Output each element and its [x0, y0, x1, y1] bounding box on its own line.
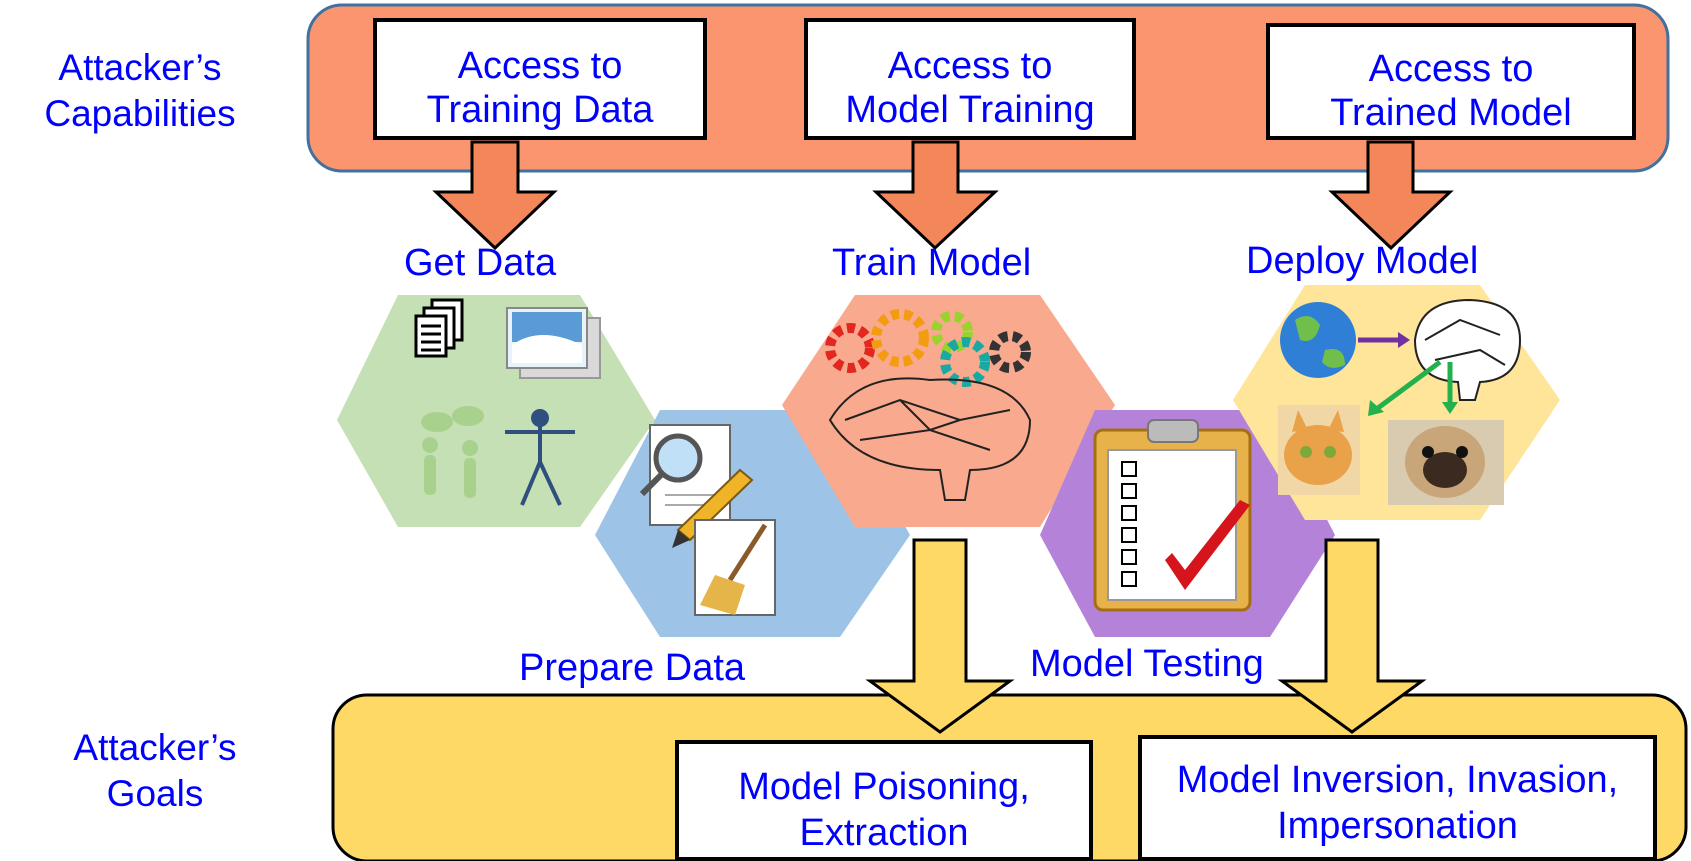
people-talking-icon: [421, 406, 484, 498]
stage-label-get-data: Get Data: [404, 242, 557, 284]
human-anatomy-icon: [505, 409, 575, 506]
capability-model-training: Access to Model Training: [804, 18, 1136, 140]
stage-label-deploy-model: Deploy Model: [1246, 240, 1479, 282]
checklist-clipboard-icon: [1093, 419, 1252, 612]
goal-inversion-invasion: Model Inversion, Invasion, Impersonation: [1138, 735, 1657, 861]
purple-arrow-head: [1398, 332, 1410, 348]
arrow-to-deploy-model: [1328, 140, 1454, 251]
green-arrow-1-head: [1368, 400, 1384, 416]
cat-icon: [1278, 405, 1360, 495]
neural-brain-icon: [828, 377, 1032, 501]
images-icon: [506, 307, 601, 379]
hex-get-data: [337, 295, 655, 527]
stage-label-model-testing: Model Testing: [1030, 643, 1264, 685]
dog-icon: [1388, 420, 1504, 505]
stage-label-prepare-data: Prepare Data: [519, 647, 746, 689]
arrow-to-inversion: [1277, 538, 1427, 734]
arrow-to-poisoning: [865, 538, 1015, 734]
capabilities-label: Attacker’s Capabilities: [44, 47, 236, 134]
capability-training-data: Access to Training Data: [373, 18, 707, 140]
green-arrow-1: [1376, 359, 1442, 411]
globe-icon: [1280, 302, 1356, 378]
deploy-brain-icon: [1413, 298, 1522, 401]
arrow-to-train-model: [872, 140, 999, 251]
green-arrow-2-head: [1442, 402, 1458, 414]
goals-label: Attacker’s Goals: [73, 727, 237, 814]
capability-trained-model: Access to Trained Model: [1266, 23, 1636, 140]
arrow-to-get-data: [432, 140, 558, 251]
gears-icon: [825, 309, 1031, 387]
stage-label-train-model: Train Model: [832, 242, 1032, 284]
documents-icon: [414, 298, 464, 358]
goal-poisoning-extraction: Model Poisoning, Extraction: [675, 740, 1093, 861]
broom-icon: [694, 519, 776, 616]
